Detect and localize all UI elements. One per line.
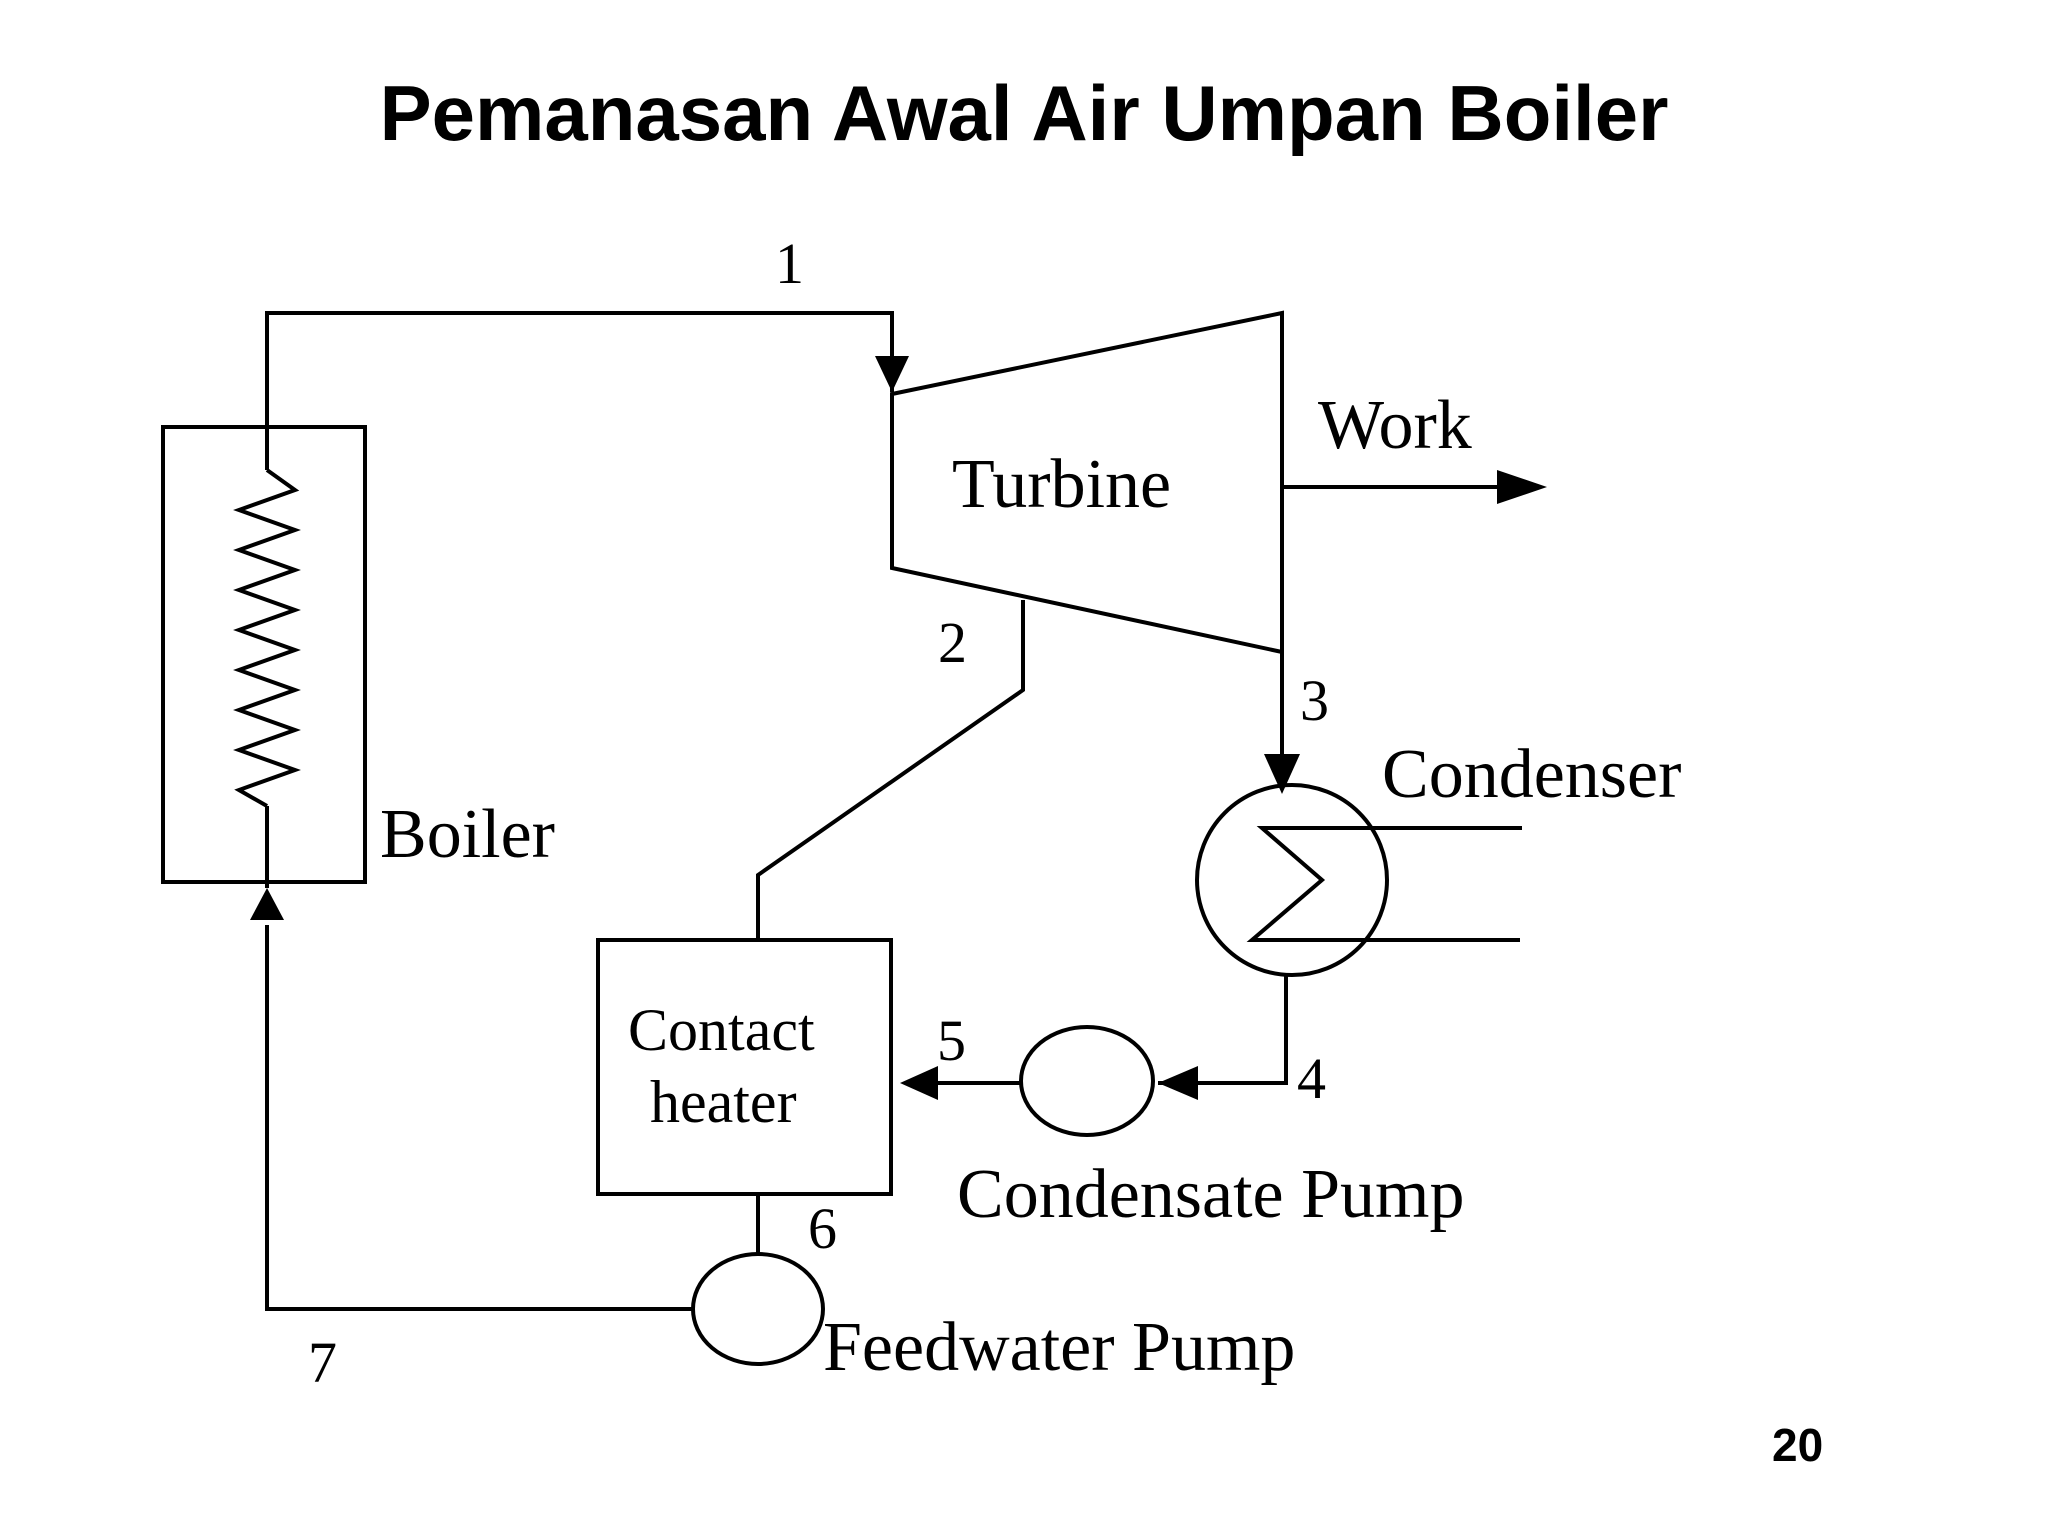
state-6-label: 6	[808, 1196, 837, 1261]
work-label: Work	[1318, 387, 1472, 464]
feedwater-pump	[691, 1252, 825, 1366]
pipe-condenser-to-pump	[1158, 975, 1288, 1085]
flow-arrow-boiler-inlet	[250, 888, 284, 920]
boiler-label: Boiler	[380, 796, 555, 873]
state-3-label: 3	[1300, 668, 1329, 733]
condenser-label: Condenser	[1382, 736, 1681, 813]
pipe-extraction-to-heater	[756, 600, 1025, 940]
contact-heater-label-line1: Contact	[628, 997, 815, 1063]
page-number: 20	[1772, 1419, 1824, 1471]
flow-arrow-condensate-pump-inlet	[1158, 1066, 1198, 1100]
turbine-label: Turbine	[952, 446, 1171, 523]
condensate-pump-label: Condensate Pump	[957, 1156, 1464, 1233]
condensate-pump	[1019, 1025, 1155, 1137]
condenser-shell	[1195, 783, 1389, 977]
state-4-label: 4	[1297, 1046, 1326, 1111]
flow-arrow-heater-inlet	[900, 1066, 938, 1100]
boiler-box	[161, 425, 367, 884]
pipe-boiler-to-turbine	[265, 311, 894, 470]
work-arrow	[1497, 470, 1547, 504]
condenser-cooling-coil	[1246, 826, 1522, 942]
state-7-label: 7	[308, 1330, 337, 1395]
state-5-label: 5	[937, 1008, 966, 1073]
state-2-label: 2	[938, 610, 967, 675]
feedwater-pump-label: Feedwater Pump	[823, 1309, 1295, 1386]
flow-arrow-condenser-inlet	[1264, 754, 1300, 794]
pipe-feedwater-to-boiler	[265, 925, 693, 1311]
contact-heater-box	[596, 938, 893, 1196]
slide-title: Pemanasan Awal Air Umpan Boiler	[379, 69, 1669, 157]
boiler-heating-coil	[233, 468, 301, 808]
condenser	[1195, 783, 1522, 977]
flow-arrow-turbine-inlet	[875, 356, 909, 392]
state-1-label: 1	[775, 231, 804, 296]
boiler	[161, 425, 367, 884]
contact-heater-label-line2: heater	[650, 1069, 797, 1135]
